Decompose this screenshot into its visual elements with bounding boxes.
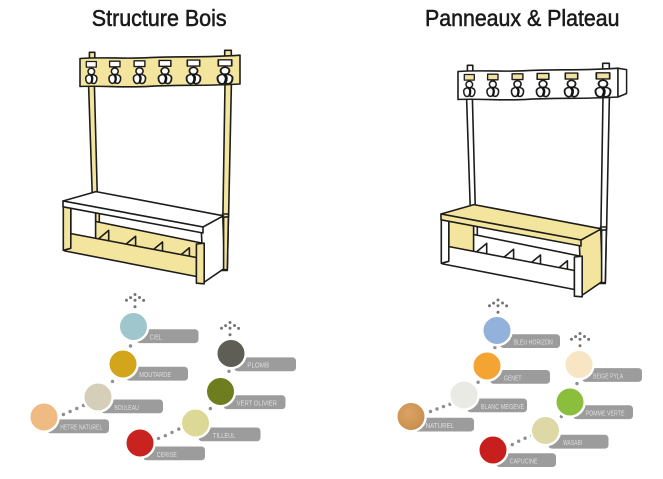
svg-text:POMME VERTE: POMME VERTE — [586, 409, 625, 418]
svg-text:HETRE NATUREL: HETRE NATUREL — [60, 423, 102, 432]
svg-text:BLANC MEGEVE: BLANC MEGEVE — [481, 402, 524, 411]
svg-text:GENET: GENET — [504, 373, 522, 382]
svg-text:CERISE: CERISE — [157, 450, 177, 459]
svg-text:PLOMB: PLOMB — [247, 361, 269, 370]
svg-text:TILLEUL: TILLEUL — [213, 431, 235, 440]
svg-text:NATUREL: NATUREL — [426, 421, 455, 430]
svg-text:WASABI: WASABI — [563, 438, 582, 447]
svg-text:VERT OLIVIER: VERT OLIVIER — [237, 399, 277, 408]
svg-text:Panneaux & Plateau: Panneaux & Plateau — [425, 5, 620, 31]
svg-text:BLEU HORIZON: BLEU HORIZON — [514, 338, 553, 347]
svg-text:MOUTARDE: MOUTARDE — [139, 370, 171, 379]
svg-text:BOULEAU: BOULEAU — [114, 403, 138, 412]
svg-text:CAPUCINE: CAPUCINE — [510, 457, 538, 466]
svg-text:BEIGE PYLA: BEIGE PYLA — [593, 371, 623, 380]
svg-text:Structure Bois: Structure Bois — [92, 5, 227, 31]
svg-text:CIEL: CIEL — [150, 333, 162, 342]
